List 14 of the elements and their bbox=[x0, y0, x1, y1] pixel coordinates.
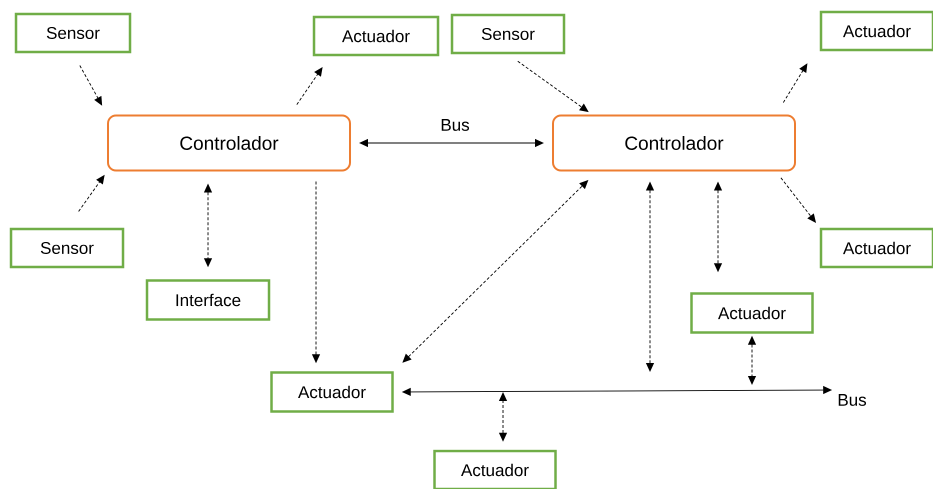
component-box: Actuador bbox=[312, 16, 440, 56]
edge-label: Bus bbox=[439, 118, 471, 132]
component-box: Interface bbox=[146, 279, 270, 321]
component-box: Actuador bbox=[690, 292, 814, 334]
component-box: Actuador bbox=[270, 371, 394, 413]
component-box: Actuador bbox=[820, 10, 933, 52]
controller-box: Controlador bbox=[552, 114, 796, 172]
component-box: Sensor bbox=[10, 228, 124, 268]
component-box: Actuador bbox=[820, 228, 933, 268]
component-box: Sensor bbox=[450, 14, 566, 54]
bus-label: Bus bbox=[838, 394, 866, 406]
component-box: Sensor bbox=[14, 12, 132, 54]
controller-box: Controlador bbox=[107, 114, 351, 172]
component-box: Actuador bbox=[433, 450, 557, 489]
